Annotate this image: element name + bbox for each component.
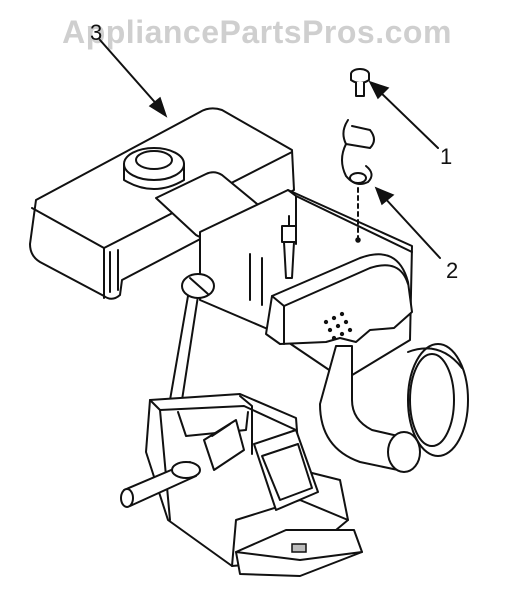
callout-2-label: 2 xyxy=(446,258,459,283)
air-cleaner-housing xyxy=(265,253,413,345)
leader-line-1 xyxy=(368,80,439,149)
clip-part-2 xyxy=(341,119,375,185)
watermark-text: AppliancePartsPros.com xyxy=(62,14,452,50)
dipstick-tube xyxy=(169,273,215,401)
crankcase xyxy=(145,393,349,567)
muffler xyxy=(319,343,469,473)
leader-line-3 xyxy=(99,39,168,118)
spark-plug xyxy=(281,215,297,279)
leader-line-2 xyxy=(374,186,441,259)
screw-part-1 xyxy=(350,68,370,97)
recoil-starter xyxy=(203,419,245,471)
callout-3-label: 3 xyxy=(90,20,103,45)
callout-1-label: 1 xyxy=(440,144,453,169)
crankshaft xyxy=(120,461,201,508)
engine-base xyxy=(235,529,363,577)
fuel-cap xyxy=(123,147,185,181)
vent-grille xyxy=(323,311,353,341)
